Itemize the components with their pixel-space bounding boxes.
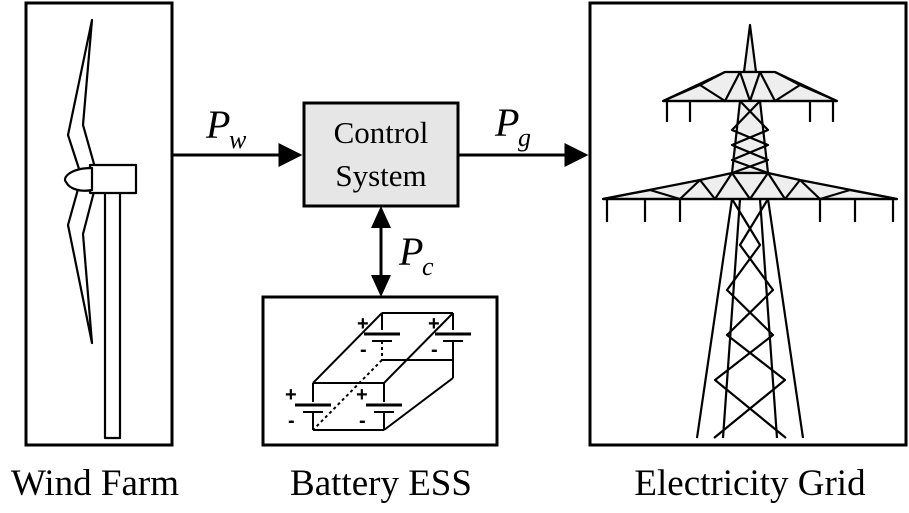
battery-polarity-marks: + - + - + - + - xyxy=(285,313,440,432)
battery-plus-sign: + xyxy=(357,313,369,335)
wind-power-subscript: w xyxy=(229,125,247,154)
electricity-grid-panel xyxy=(588,1,908,447)
battery-minus-sign: - xyxy=(288,410,295,432)
battery-power-label: P c xyxy=(398,229,434,281)
grid-power-symbol: P xyxy=(494,100,519,145)
battery-plus-sign: + xyxy=(356,384,368,406)
electricity-grid-caption: Electricity Grid xyxy=(634,463,866,504)
wind-farm-panel xyxy=(24,1,174,447)
battery-bank-icon xyxy=(295,312,471,431)
control-system-label-line1: Control xyxy=(334,115,429,150)
battery-ess-caption: Battery ESS xyxy=(290,463,472,504)
wind-turbine-icon xyxy=(63,18,138,440)
control-system-label-line2: System xyxy=(335,158,426,193)
battery-ess-panel: + - + - + - + - xyxy=(261,295,499,447)
wind-farm-caption: Wind Farm xyxy=(10,463,180,504)
electricity-grid-frame xyxy=(588,1,908,447)
transmission-tower-icon xyxy=(601,23,899,439)
grid-power-subscript: g xyxy=(518,123,531,152)
battery-minus-sign: - xyxy=(359,410,366,432)
battery-power-subscript: c xyxy=(422,252,434,281)
battery-plus-sign: + xyxy=(285,384,297,406)
wind-power-label: P w xyxy=(205,102,247,154)
control-system-box xyxy=(302,101,460,208)
battery-minus-sign: - xyxy=(360,339,367,361)
grid-power-label: P g xyxy=(494,100,531,152)
battery-minus-sign: - xyxy=(431,339,438,361)
wind-power-symbol: P xyxy=(205,102,230,147)
control-system-block: Control System xyxy=(302,101,460,208)
battery-plus-sign: + xyxy=(428,313,440,335)
battery-power-symbol: P xyxy=(398,229,423,274)
battery-ess-frame xyxy=(261,295,499,447)
wind-farm-frame xyxy=(24,1,174,447)
battery-power-arrow xyxy=(371,206,391,297)
